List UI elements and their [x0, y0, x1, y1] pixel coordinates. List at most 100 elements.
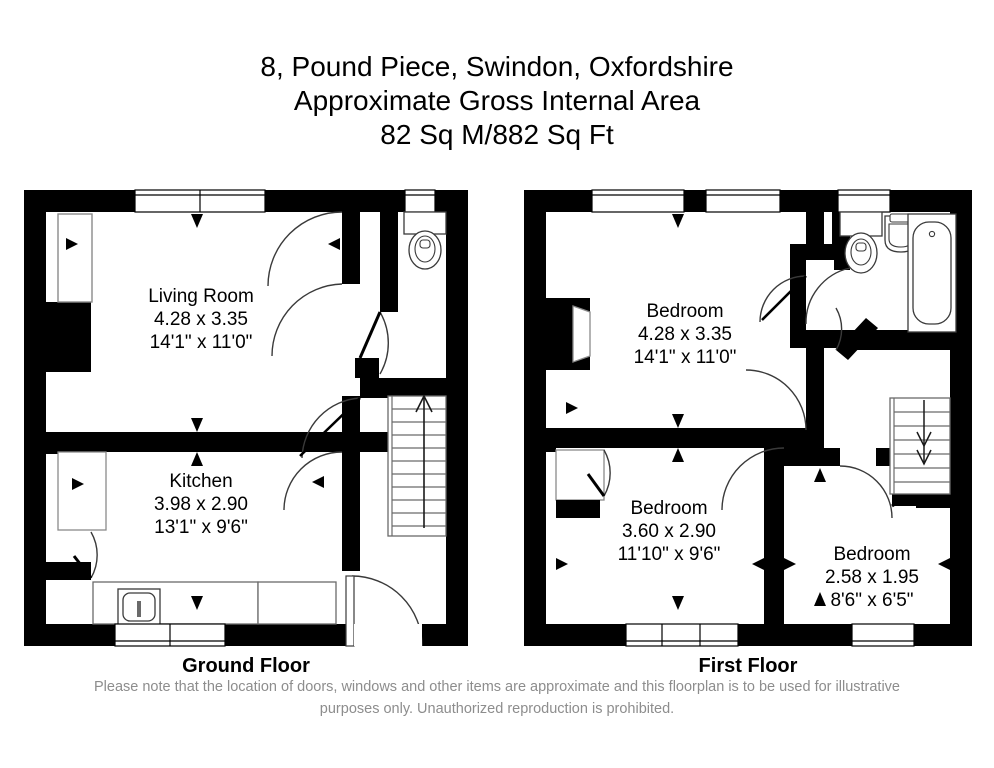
first-bed1-landing-wall-lower: [806, 340, 824, 430]
dim-arrow-bed3-right: [938, 558, 950, 570]
toilet-seat-detail-ground: [419, 239, 431, 249]
window-bed2-bottom: [625, 623, 739, 647]
area-label: Approximate Gross Internal Area: [293, 85, 701, 116]
dim-arrow-bed2-left: [556, 558, 568, 570]
door-panel-hall-living: [268, 212, 342, 286]
disclaimer-line-2: purposes only. Unauthorized reproduction…: [319, 701, 675, 717]
ground-left-niche-bottom: [46, 580, 58, 624]
door-swing-landing-lower: [721, 447, 785, 511]
ground-hall-wall: [342, 212, 360, 284]
wc-left-wall: [380, 212, 398, 312]
kitchen-sink-tap: [137, 601, 141, 617]
door-swing-bed1-landing: [759, 275, 807, 323]
door-leaf-bed1-landing: [761, 275, 807, 321]
dim-arrow-bed2-top: [672, 448, 684, 462]
first-left-open-mid: [546, 370, 556, 442]
stair-up-arrow-head: [415, 394, 433, 413]
ground-left-niche-lower: [46, 452, 58, 562]
dim-arrow-bed3-left: [784, 558, 796, 570]
ground-floor-caption: Ground Floor: [182, 655, 310, 677]
airing-cupboard-door-swing: [835, 307, 843, 351]
window-bed1-top: [591, 189, 685, 213]
disclaimer: Please note that the location of doors, …: [0, 676, 994, 720]
ground-hall-wall-lower: [342, 396, 360, 571]
dim-arrow-kitchen-left: [72, 478, 84, 490]
window-landing-top: [705, 189, 781, 213]
airing-cupboard-interior: [806, 260, 834, 338]
dim-arrow-kitchen-top: [191, 452, 203, 466]
stair-down-arrow-head1: [916, 431, 932, 448]
dim-arrow-bed2-bottom: [672, 596, 684, 610]
disclaimer-line-1: Please note that the location of doors, …: [93, 679, 900, 695]
ground-floor-plan: [24, 189, 468, 647]
entrance-door-gap: [354, 624, 422, 646]
ground-hall-wall-mid: [355, 358, 379, 378]
airing-cupboard-wall-bottom: [790, 330, 844, 348]
dim-arrow-bed2-right: [752, 558, 764, 570]
title-block: 8, Pound Piece, Swindon, Oxfordshire App…: [0, 50, 994, 152]
door-swing-living-lower: [271, 283, 343, 357]
ground-left-niche-upper: [46, 212, 58, 302]
ground-hall-wall-mid2: [360, 378, 446, 398]
airing-cupboard-wall-top: [790, 244, 834, 260]
dim-arrow-living-bottom: [191, 418, 203, 432]
kitchen-left-recess: [57, 451, 107, 531]
ground-left-niche-mid: [46, 372, 58, 442]
bathtub-drain: [928, 230, 936, 238]
living-room-alcove: [57, 213, 93, 303]
staircase-ground: [387, 395, 447, 537]
first-left-open-upper: [546, 212, 556, 298]
bathtub-inner: [912, 221, 952, 325]
door-leaf-hall-lower: [299, 397, 361, 457]
dim-arrow-living-left: [66, 238, 78, 250]
bathroom-wall-angle: [836, 318, 878, 360]
window-bed3-bottom: [851, 623, 915, 647]
dim-arrow-bed3-top: [814, 468, 826, 482]
door-swing-wc: [379, 311, 390, 375]
dim-arrow-landing: [806, 392, 818, 404]
door-swing-landing-upper: [745, 369, 807, 431]
dim-arrow-bed1-left: [566, 402, 578, 414]
door-swing-bed2: [603, 449, 611, 497]
door-swing-hall-lower: [301, 397, 361, 459]
stair-down-arrow-head2: [916, 449, 932, 466]
first-chimney-recess: [572, 305, 591, 363]
dim-arrow-bed3-bottom: [814, 592, 826, 606]
dim-arrow-bed1-top: [672, 214, 684, 228]
first-left-open-lower: [546, 452, 556, 624]
door-swing-kitchen: [283, 451, 343, 511]
door-swing-bed3: [839, 465, 893, 519]
ground-divider-wall: [46, 432, 446, 452]
first-floor-caption: First Floor: [698, 655, 798, 677]
bathroom-door-swing: [805, 267, 851, 325]
door-swing-kitchen-left: [90, 531, 98, 579]
bed3-top-wall: [784, 448, 840, 466]
toilet-seat-detail-first: [855, 242, 867, 252]
staircase-first: [889, 397, 951, 495]
dim-arrow-kitchen-right: [312, 476, 324, 488]
ground-chimney-upper: [46, 302, 91, 372]
dim-arrow-living-top: [191, 214, 203, 228]
door-swing-hall-living: [267, 211, 343, 287]
bed2-bed3-wall: [764, 448, 784, 624]
ground-chimney-pier: [46, 562, 91, 580]
area-value: 82 Sq M/882 Sq Ft: [380, 119, 614, 150]
bed2-alcove: [555, 449, 605, 501]
door-leaf-wc: [358, 311, 382, 359]
entrance-door-leaf: [345, 575, 355, 647]
bed2-chimney-pier: [556, 500, 600, 518]
door-leaf2-kitchen-left: [72, 555, 93, 579]
window-bathroom-top: [837, 189, 891, 213]
property-address: 8, Pound Piece, Swindon, Oxfordshire: [260, 51, 734, 82]
wc-window: [404, 189, 436, 213]
first-floor-plan: [524, 189, 972, 647]
kitchen-counter-right: [257, 581, 337, 625]
dim-arrow-bed1-bottom: [672, 414, 684, 428]
dim-arrow-living-right: [328, 238, 340, 250]
dim-arrow-kitchen-bottom: [191, 596, 203, 610]
door-leaf2-bed2: [586, 473, 606, 497]
first-divider-wall: [546, 428, 824, 448]
